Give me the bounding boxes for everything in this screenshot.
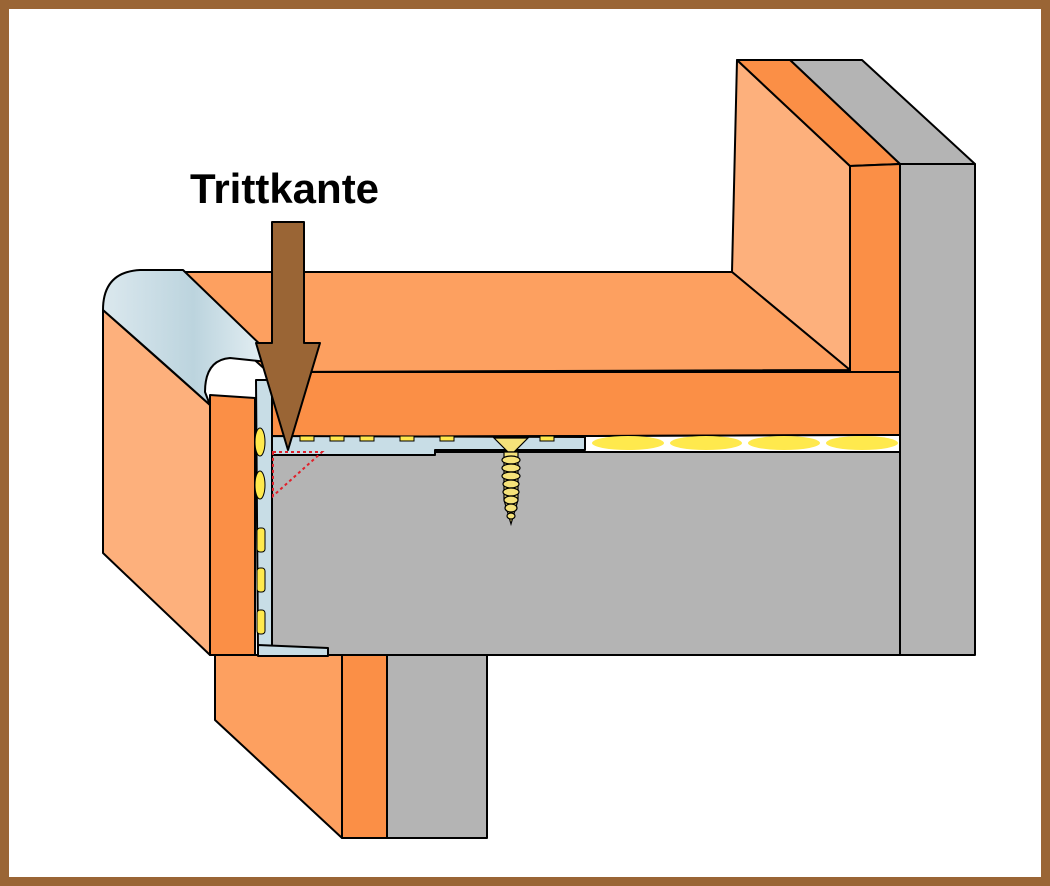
screed-wall-face [899, 163, 976, 656]
nosing-profile [102, 269, 269, 406]
screw-icon [492, 437, 530, 527]
red-marking-triangle [272, 451, 325, 499]
arrow-down-icon [255, 221, 321, 451]
nosing-tile-front [209, 394, 256, 656]
riser-tile-face [214, 654, 343, 839]
tread-tile-edge [267, 371, 901, 438]
screed-slab-top [267, 449, 901, 656]
profile-foot [257, 644, 329, 657]
trittkante-label: Trittkante [190, 165, 380, 212]
wall-tile-edge [849, 163, 901, 373]
profile-serration [299, 435, 555, 442]
riser-tile-edge [341, 654, 388, 839]
screed-block-lower [384, 654, 488, 839]
adhesive-dots [592, 436, 898, 450]
profile-adhesive [254, 427, 266, 635]
